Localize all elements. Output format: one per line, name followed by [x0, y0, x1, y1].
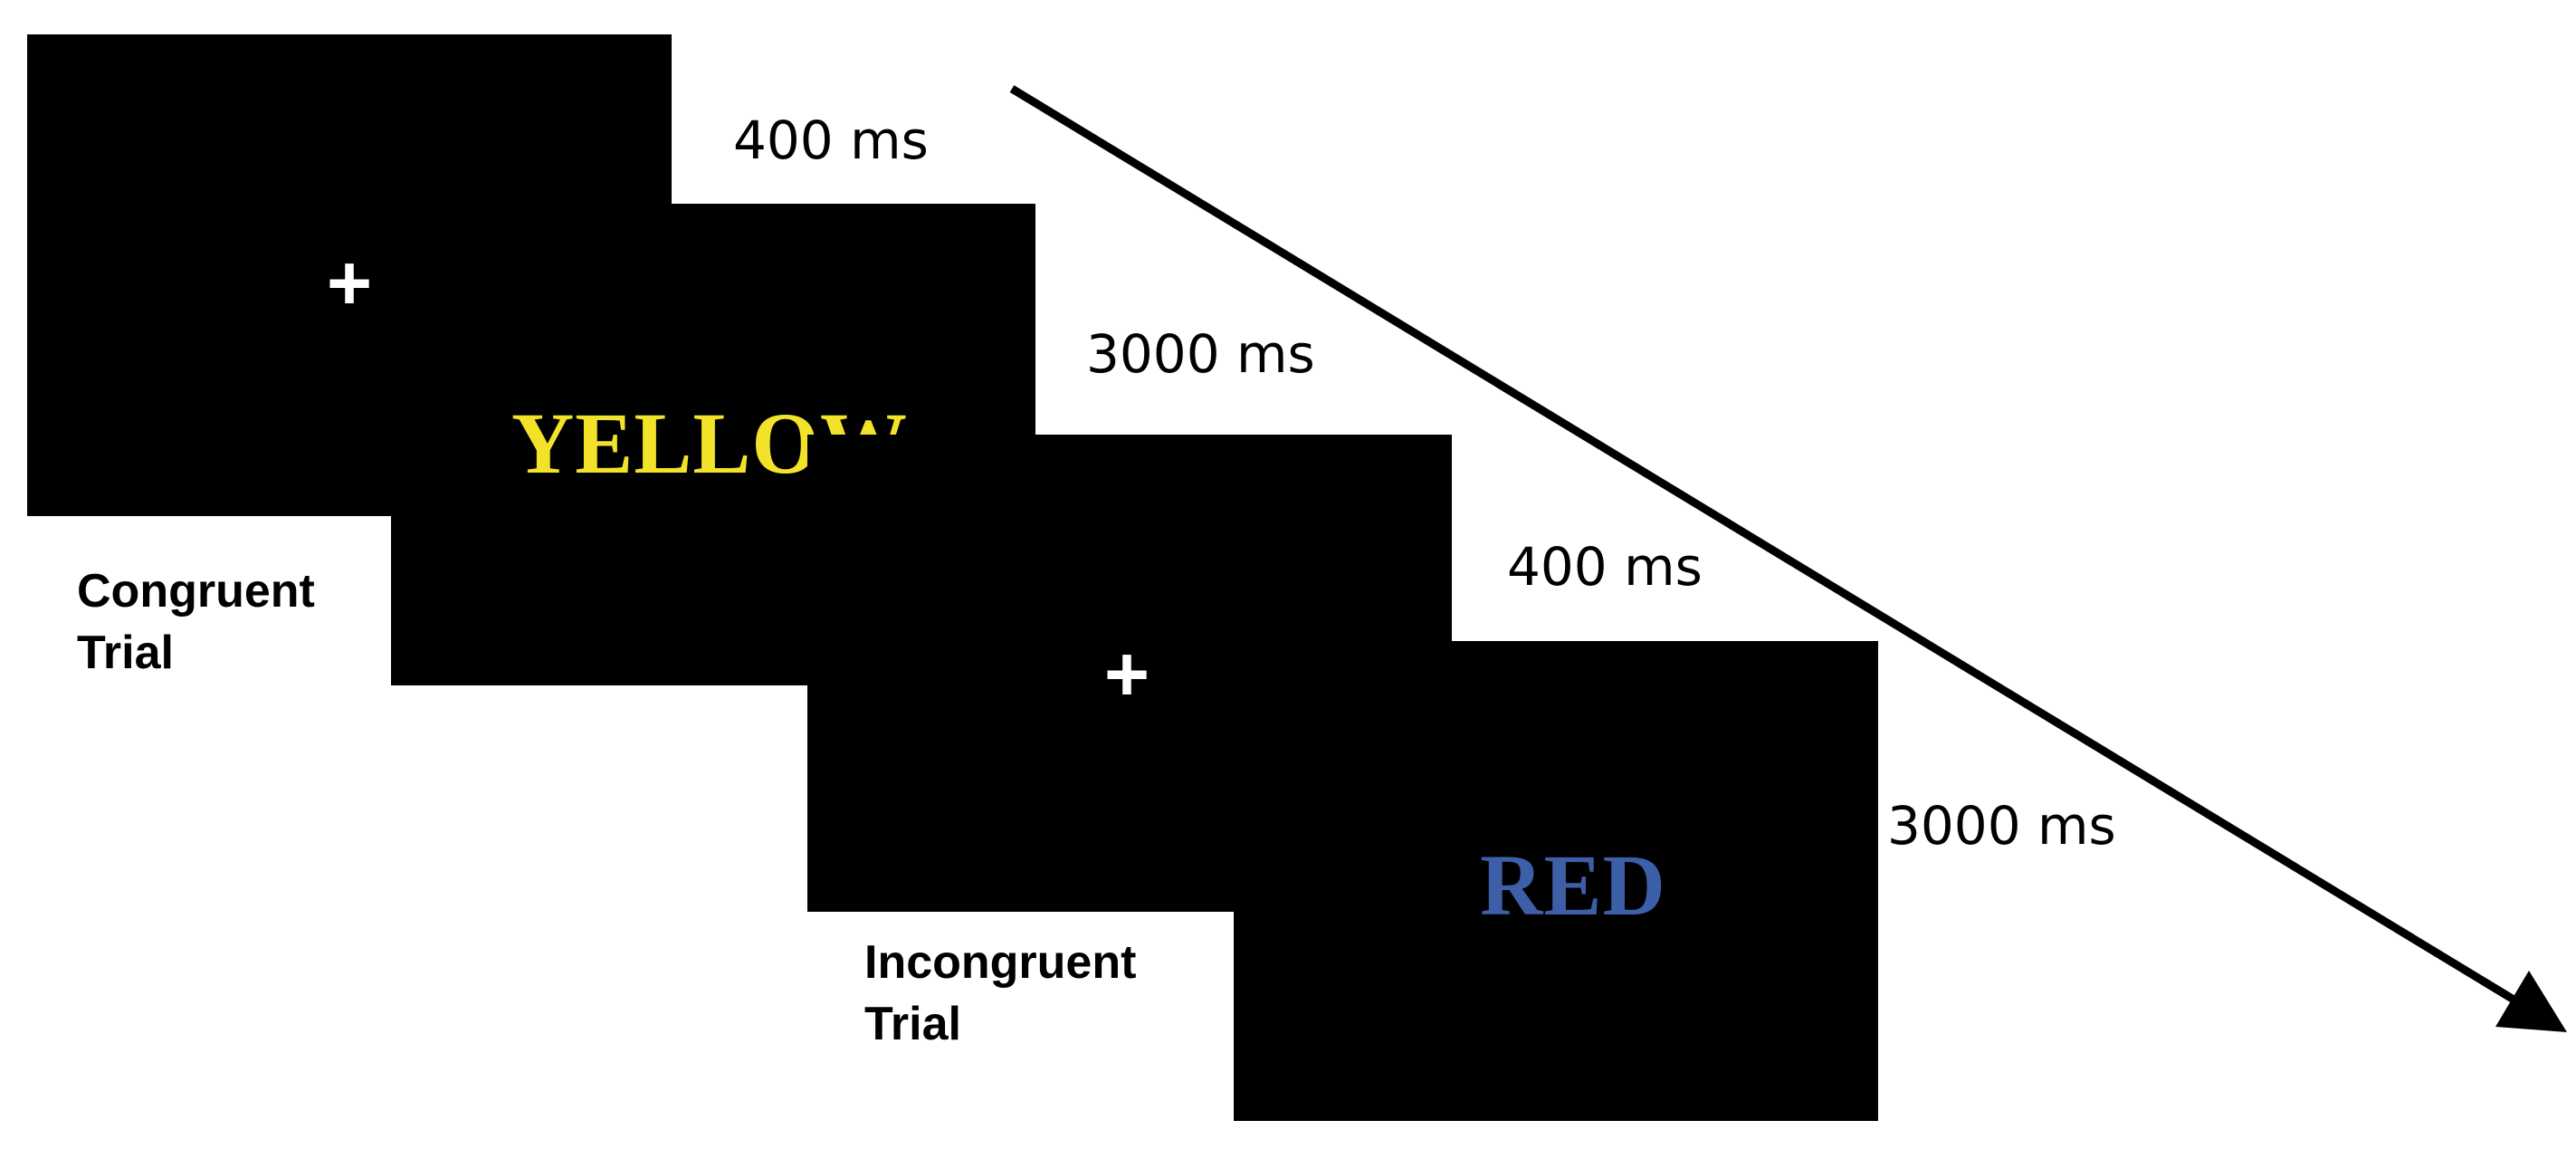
duration-label-4: 3000 ms: [1887, 795, 2116, 857]
incongruent-label-line2: Trial: [864, 997, 961, 1050]
incongruent-stimulus-screen: RED: [1234, 641, 1878, 1121]
congruent-label-line2: Trial: [77, 626, 174, 679]
congruent-trial-label: Congruent Trial: [77, 561, 315, 684]
congruent-label-line1: Congruent: [77, 565, 315, 618]
fixation-cross: +: [1103, 631, 1150, 718]
stimulus-word-red: RED: [1480, 837, 1666, 934]
incongruent-trial-label: Incongruent Trial: [864, 933, 1136, 1055]
duration-label-2: 3000 ms: [1086, 323, 1315, 385]
duration-label-1: 400 ms: [733, 110, 929, 171]
fixation-cross: +: [326, 240, 373, 327]
duration-label-3: 400 ms: [1507, 536, 1703, 598]
incongruent-label-line1: Incongruent: [864, 936, 1137, 989]
